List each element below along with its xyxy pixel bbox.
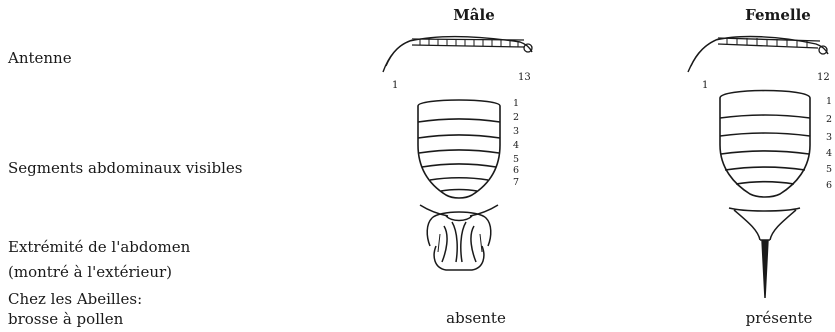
female-segment-number: 1 [826, 96, 832, 107]
male-segment-number: 5 [513, 154, 519, 165]
male-segment-number: 2 [513, 112, 519, 123]
female-segment-number: 5 [826, 164, 832, 175]
female-antenna-last-label: 12 [817, 72, 830, 83]
male-genitalia [420, 205, 498, 270]
female-segment-number: 3 [826, 132, 832, 143]
male-segment-number: 7 [513, 177, 519, 188]
female-segment-numbers: 1 2 3 4 5 6 [826, 96, 832, 191]
male-antenna-last-label: 13 [518, 72, 531, 83]
male-segment-numbers: 1 2 3 4 5 6 7 [513, 98, 519, 188]
male-antenna-first-label: 1 [392, 80, 398, 91]
female-antenna-first-label: 1 [702, 80, 708, 91]
male-segment-number: 4 [513, 140, 519, 151]
female-antenna [688, 37, 828, 72]
female-segment-number: 6 [826, 180, 832, 191]
female-segment-number: 2 [826, 114, 832, 125]
female-segment-number: 4 [826, 148, 832, 159]
male-segment-number: 3 [513, 126, 519, 137]
male-antenna [383, 37, 532, 72]
female-abdomen [720, 91, 810, 198]
male-segment-number: 6 [513, 165, 519, 176]
male-segment-number: 1 [513, 98, 519, 109]
male-abdomen [418, 100, 500, 198]
female-sting [729, 208, 800, 298]
